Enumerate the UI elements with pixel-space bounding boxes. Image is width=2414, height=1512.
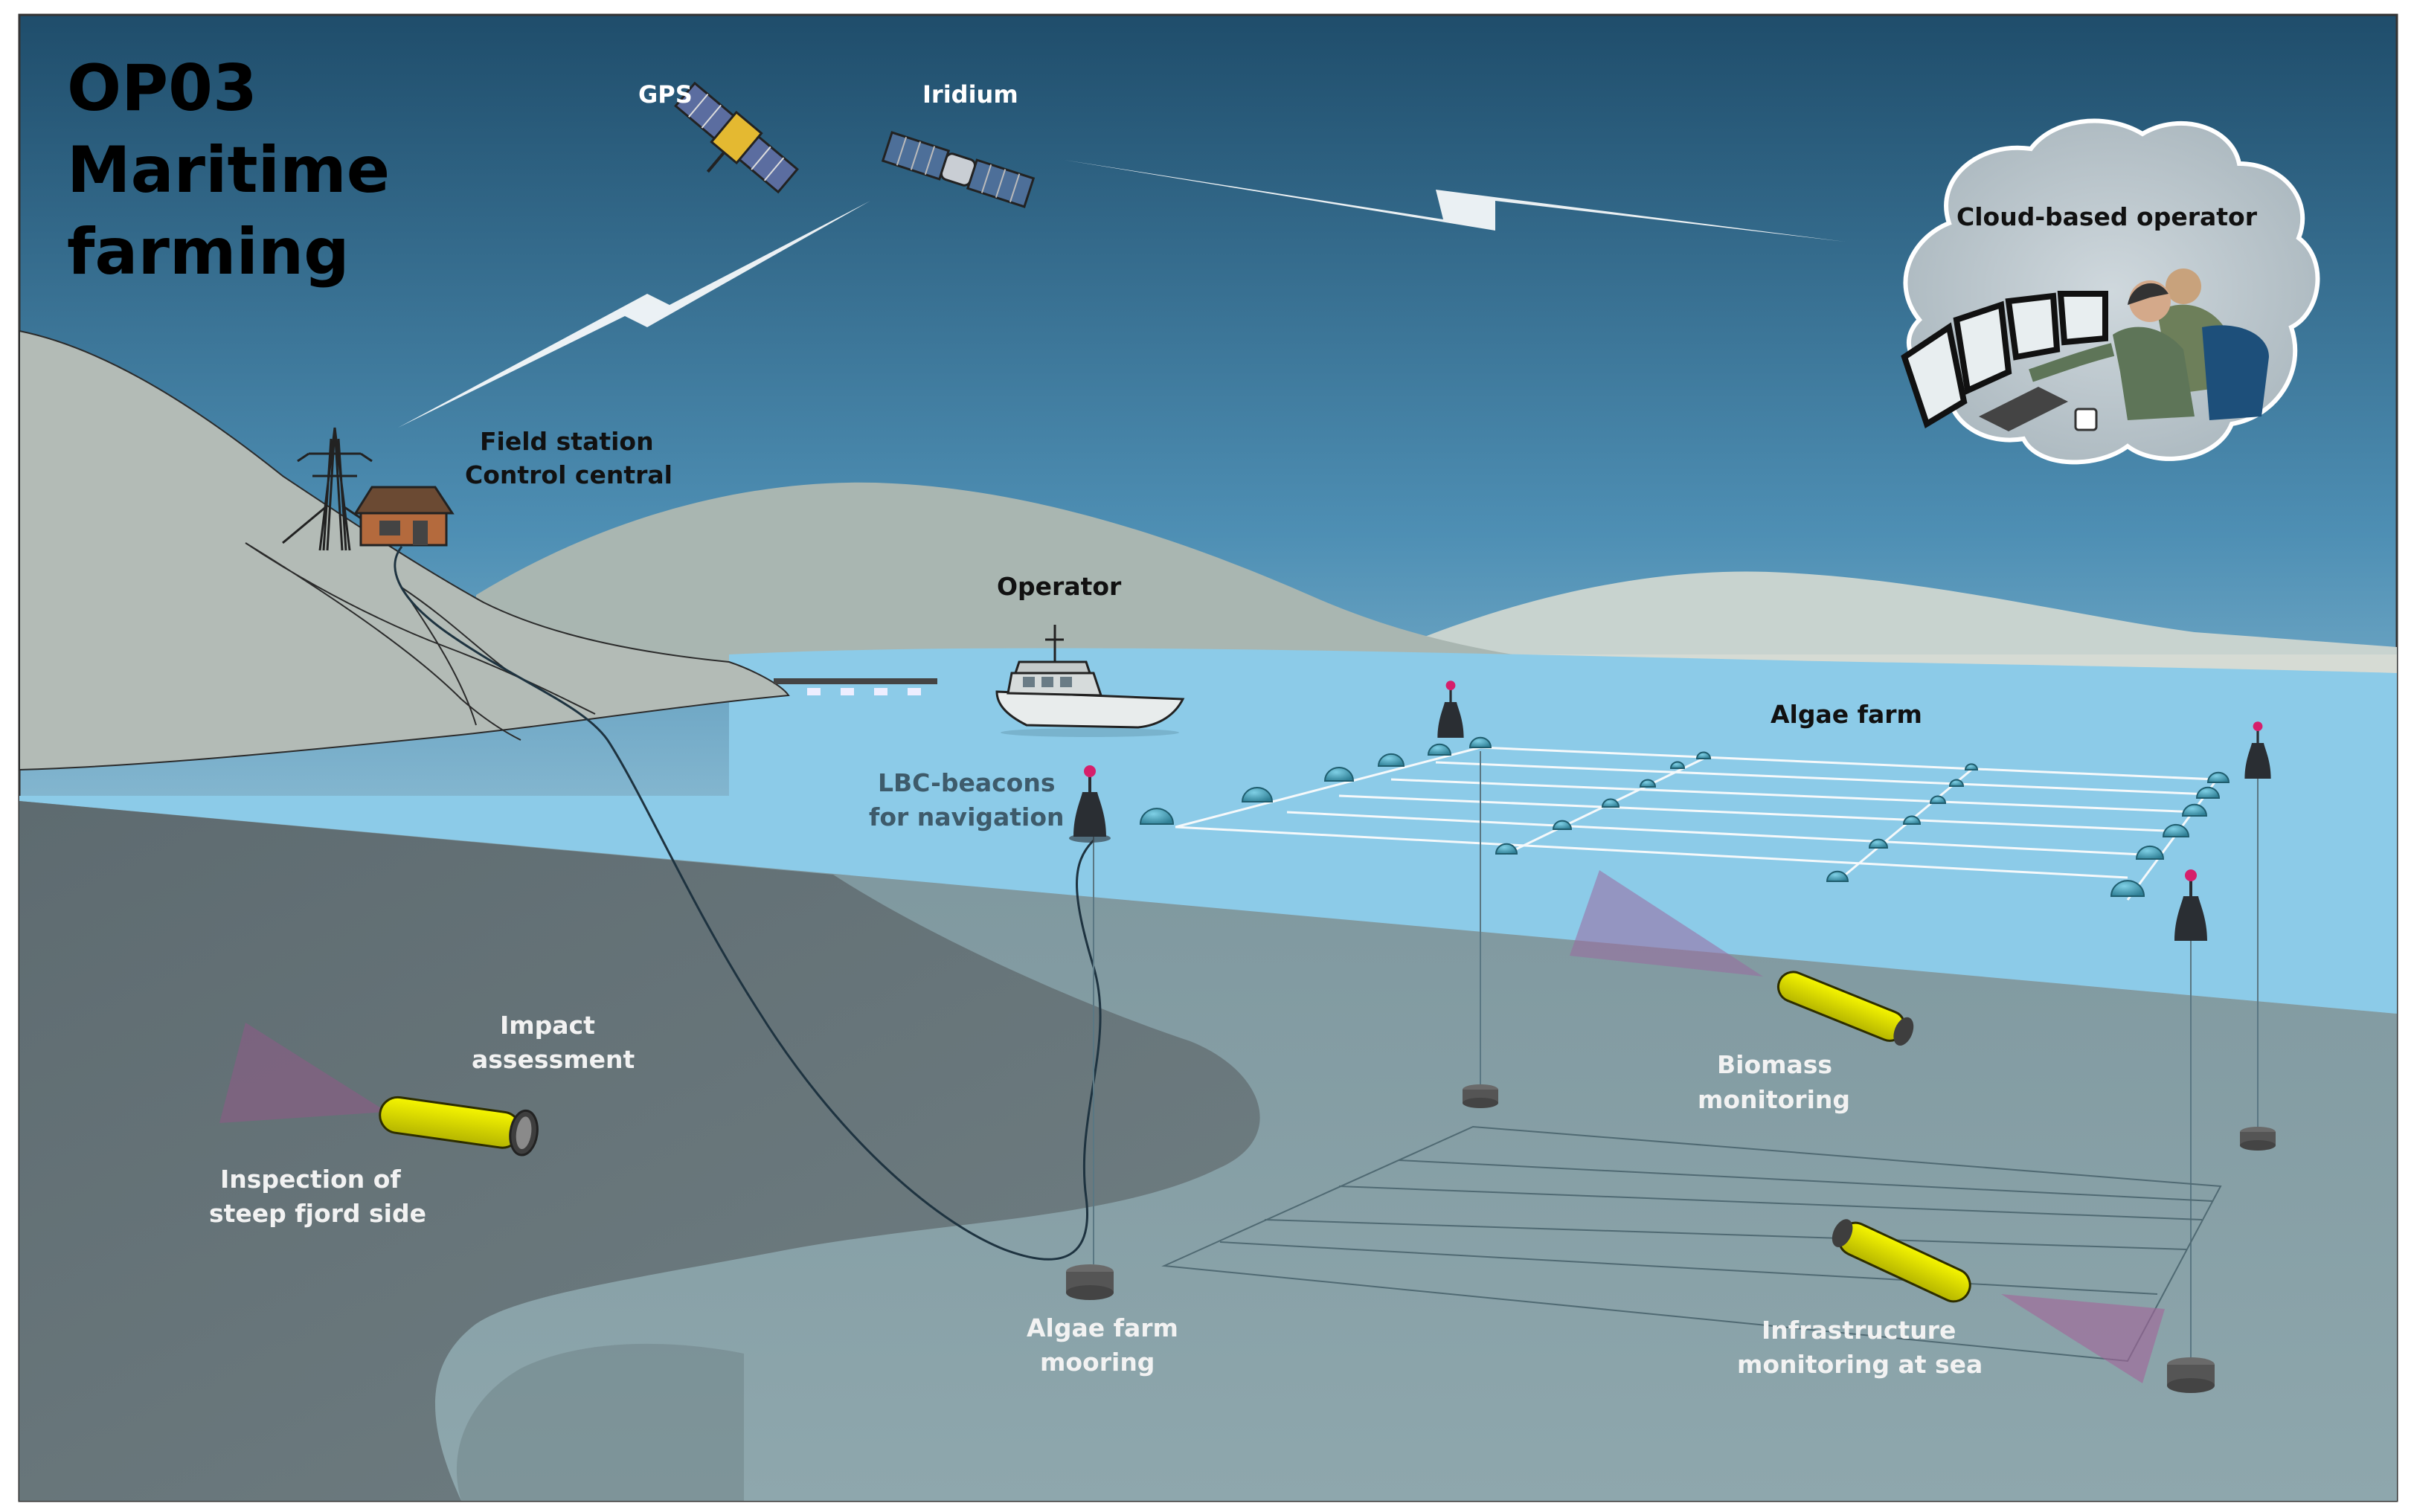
- farm-float-buoy: [1601, 798, 1620, 808]
- sonar-beam-infrastructure: [2001, 1294, 2165, 1383]
- farm-float-buoy: [1868, 838, 1889, 849]
- farm-float-buoy: [1241, 787, 1274, 802]
- radio-link-icon: [398, 201, 870, 428]
- algae-farm-label: Algae farm: [1771, 700, 1922, 729]
- seabed-infrastructure-grid: [1161, 1125, 2222, 1363]
- farm-float-buoy: [1695, 751, 1712, 759]
- inspection-label-1: Inspection of: [220, 1165, 401, 1194]
- farm-float-buoy: [1552, 820, 1573, 830]
- cloud-operator-icon: [1901, 118, 2320, 465]
- biomass-label-1: Biomass: [1717, 1050, 1832, 1079]
- infrastructure-label-2: monitoring at sea: [1737, 1350, 1983, 1379]
- auv-icon: [379, 1096, 539, 1156]
- farm-float-buoy: [1323, 767, 1355, 782]
- iridium-label: Iridium: [922, 80, 1018, 109]
- sonar-beam-inspection: [219, 1023, 387, 1123]
- beacon-buoy-icon: [1069, 765, 1111, 843]
- farm-float-buoy: [2195, 786, 2221, 799]
- farm-float-buoy: [1948, 779, 1965, 787]
- title-line-2: Maritime: [67, 133, 390, 208]
- beacon-buoy-icon: [1437, 681, 1464, 738]
- beacon-buoy-icon: [2174, 869, 2207, 941]
- farm-float-buoy: [1826, 870, 1849, 882]
- algae-farm-longlines: [1175, 746, 2218, 901]
- lbc-label-2: for navigation: [869, 802, 1065, 831]
- sonar-beam-biomass: [1570, 870, 1763, 977]
- dock: [774, 678, 937, 695]
- mooring-label-2: mooring: [1040, 1348, 1155, 1377]
- farm-anchor-lines: [1093, 751, 2259, 1361]
- gps-satellite-icon: [674, 81, 799, 194]
- farm-buoys: [1139, 736, 2230, 897]
- seabed-cable: [394, 546, 1102, 1261]
- auv-icon: [1832, 1219, 1971, 1303]
- beacon-buoy-icon: [2244, 721, 2271, 779]
- land-cliff: [19, 329, 790, 771]
- impact-label-2: assessment: [472, 1045, 635, 1074]
- farm-float-buoy: [1669, 761, 1686, 769]
- farm-float-buoy: [1427, 743, 1452, 756]
- farm-float-buoy: [2206, 771, 2230, 783]
- farm-float-buoy: [1902, 815, 1922, 825]
- distant-hill-middle: [476, 482, 1562, 684]
- title-line-3: farming: [67, 215, 350, 289]
- farm-float-buoy: [2110, 880, 2145, 897]
- farm-float-buoy: [1495, 843, 1518, 855]
- auv-icon: [1776, 971, 1914, 1046]
- sea-surface: [19, 648, 2397, 1014]
- farm-float-buoy: [1964, 763, 1979, 771]
- farm-float-buoy: [1468, 736, 1492, 748]
- radio-link-icon: [1064, 160, 1845, 242]
- gps-label: GPS: [638, 80, 693, 109]
- land-ridge-lines: [245, 542, 596, 741]
- mooring-weight-icon: [2240, 1127, 2276, 1151]
- biomass-label-2: monitoring: [1698, 1085, 1850, 1114]
- iridium-satellite-icon: [881, 131, 1036, 208]
- seabed-lower-left: [456, 1343, 744, 1501]
- farm-float-buoy: [1639, 779, 1657, 788]
- fjord-side-underwater: [19, 801, 1260, 1501]
- operator-label: Operator: [997, 572, 1122, 601]
- farm-float-buoy: [2181, 803, 2208, 817]
- farm-float-buoy: [2162, 823, 2190, 837]
- mooring-weight-icon: [1463, 1084, 1498, 1108]
- mooring-weight-icon: [1066, 1264, 1114, 1300]
- field-station-label-2: Control central: [465, 460, 672, 489]
- lbc-label-1: LBC-beacons: [878, 768, 1056, 797]
- field-station-house-icon: [353, 486, 455, 547]
- impact-label-1: Impact: [500, 1011, 595, 1040]
- inspection-label-2: steep fjord side: [209, 1199, 426, 1228]
- boat-icon: [995, 625, 1185, 737]
- farm-float-buoy: [1377, 753, 1405, 767]
- farm-float-buoy: [2135, 845, 2165, 860]
- infrastructure-label-1: Infrastructure: [1762, 1316, 1956, 1345]
- mooring-label-1: Algae farm: [1027, 1313, 1178, 1342]
- farm-float-buoy: [1139, 808, 1175, 825]
- title-line-1: OP03: [67, 51, 257, 126]
- farm-float-buoy: [1929, 795, 1947, 804]
- field-station-label-1: Field station: [480, 427, 654, 456]
- cloud-operator-label: Cloud-based operator: [1956, 202, 2258, 231]
- mooring-weight-icon: [2167, 1357, 2215, 1393]
